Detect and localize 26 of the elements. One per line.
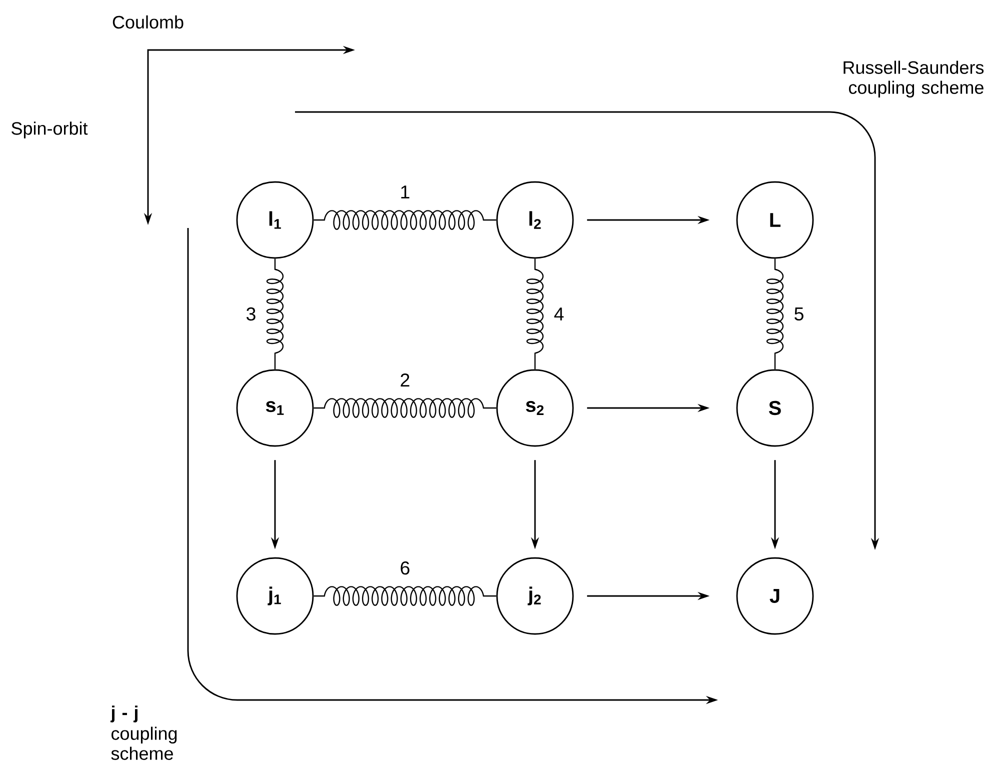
circle-node: j$_{2}$ <box>496 557 574 635</box>
edge-label: 6 <box>400 561 410 575</box>
spring <box>526 258 544 370</box>
edge-label: 5 <box>794 308 804 321</box>
edge-label: 4 <box>554 308 564 320</box>
text-label: coupling scheme <box>111 726 177 760</box>
edge-label: 3 <box>246 307 256 321</box>
edge-label: 1 <box>401 186 410 198</box>
circle-node: j$_{1}$ <box>236 557 314 635</box>
spring <box>314 398 496 418</box>
circle-node: l$_{1}$ <box>236 181 314 259</box>
circle-node: J <box>736 557 814 635</box>
spring <box>314 210 496 230</box>
text-label: j - j <box>110 706 138 722</box>
circle-node: l$_{2}$ <box>496 181 574 259</box>
spring <box>314 586 496 606</box>
text-label: Russell-Saunders coupling scheme <box>844 60 984 98</box>
text-label: Spin-orbit <box>12 122 88 138</box>
spring <box>766 258 784 370</box>
circle-node: L <box>736 181 814 259</box>
circle-node: s$_{1}$ <box>236 369 314 447</box>
circle-node: s$_{2}$ <box>496 369 574 447</box>
circle-node: S <box>736 369 814 447</box>
spring <box>266 258 284 370</box>
edge-label: 2 <box>400 373 410 387</box>
text-label: Coulomb <box>112 15 184 29</box>
